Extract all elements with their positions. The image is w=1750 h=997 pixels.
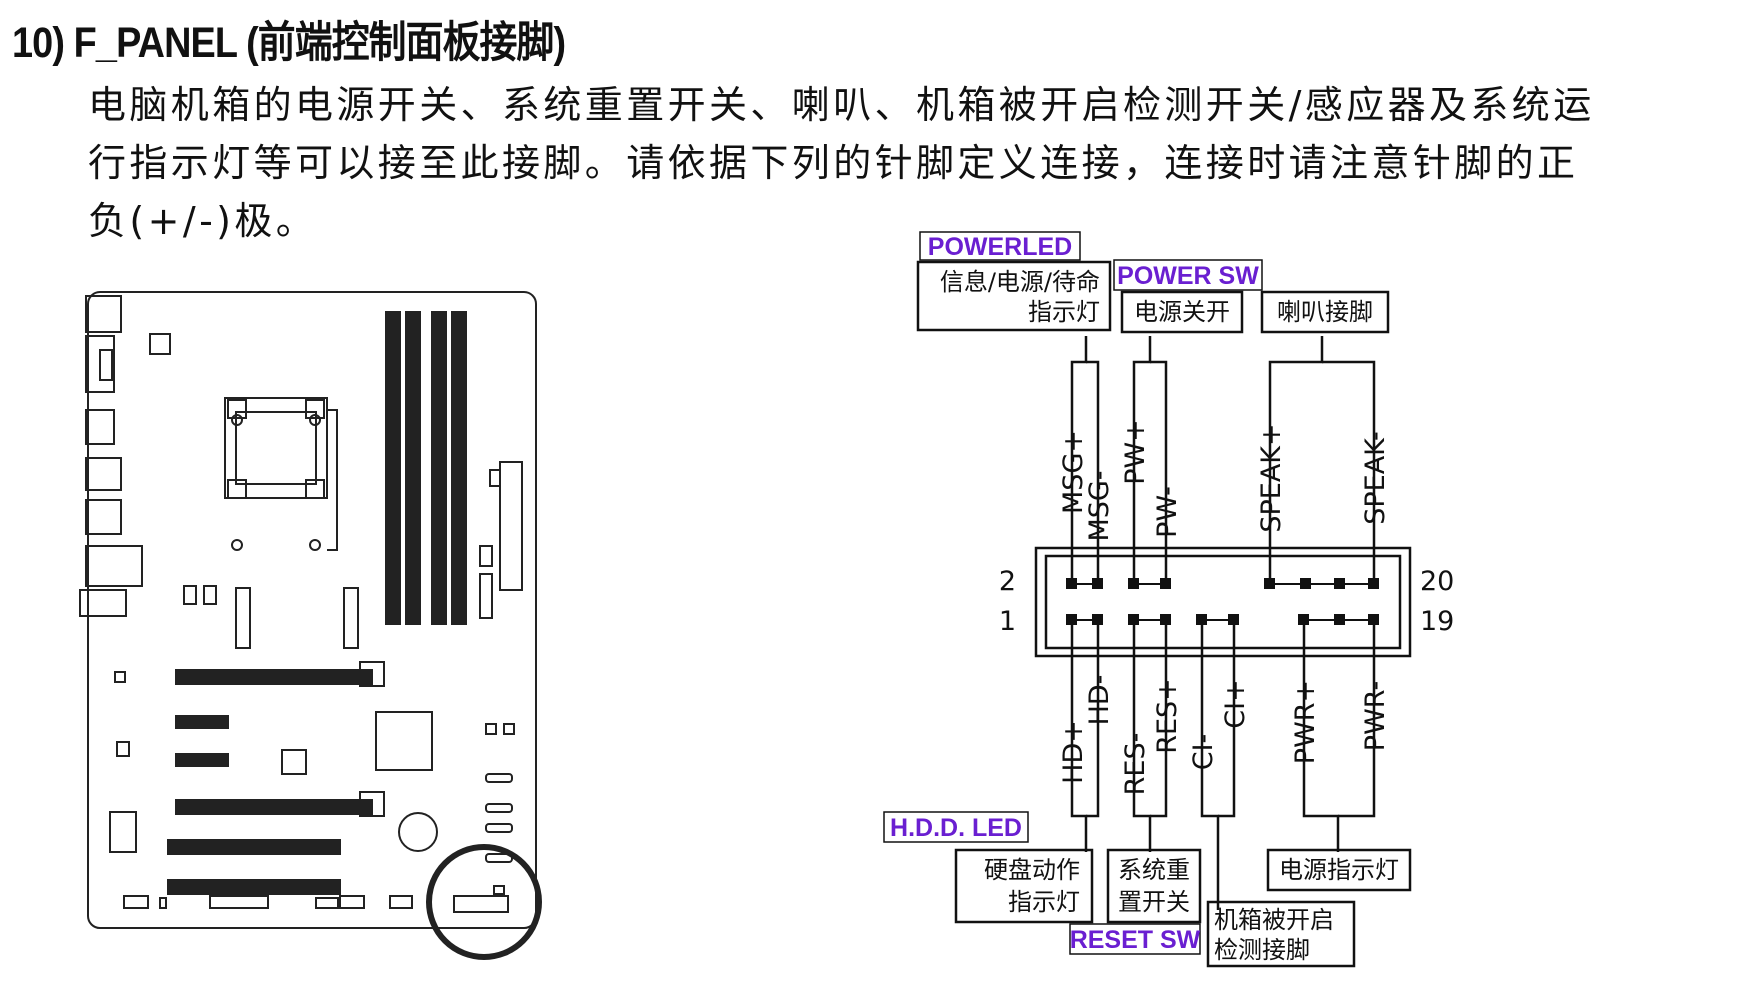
pin-label: SPEAK+ xyxy=(1256,423,1287,532)
pin-label: CI- xyxy=(1188,734,1219,771)
power-sw-tag: POWER SW xyxy=(1117,262,1259,290)
reset-sw-tag: RESET SW xyxy=(1070,926,1201,954)
bottom-pin-labels: HD+ HD- RES- RES+ CI- CI+ PWR+ PWR- xyxy=(1058,675,1391,796)
pin-label: PWR+ xyxy=(1290,680,1321,764)
pin-label: PW+ xyxy=(1120,419,1151,485)
pin xyxy=(1228,614,1239,625)
pin xyxy=(1264,578,1275,589)
description: 电脑机箱的电源开关、系统重置开关、喇叭、机箱被开启检测开关/感应器及系统运 行指… xyxy=(88,76,1728,250)
hdd-activity-label: 硬盘动作 xyxy=(984,856,1080,884)
pin-label: SPEAK- xyxy=(1360,431,1391,525)
pin-label: RES+ xyxy=(1152,678,1183,754)
pin-label: RES- xyxy=(1120,733,1151,796)
pin-number-19: 19 xyxy=(1420,606,1454,637)
msg-led-label: 指示灯 xyxy=(1028,298,1100,326)
pin xyxy=(1368,614,1379,625)
motherboard-diagram xyxy=(79,291,542,960)
description-line: 负(+/-)极。 xyxy=(88,199,318,243)
chassis-intrusion-label: 机箱被开启 xyxy=(1214,906,1334,934)
pin xyxy=(1128,614,1139,625)
chassis-intrusion-label: 检测接脚 xyxy=(1214,936,1310,964)
pin-number-20: 20 xyxy=(1420,566,1454,597)
pin-label: PWR- xyxy=(1360,681,1391,751)
pin-label: HD+ xyxy=(1058,720,1089,784)
pin xyxy=(1160,614,1171,625)
pin-header-diagram xyxy=(916,260,1412,968)
pin-label: MSG+ xyxy=(1058,430,1089,514)
hdd-activity-label: 指示灯 xyxy=(1008,888,1080,916)
pin-number-1: 1 xyxy=(999,606,1016,637)
msg-led-label: 信息/电源/待命 xyxy=(940,268,1100,296)
power-indicator-label: 电源指示灯 xyxy=(1279,856,1399,884)
description-line: 电脑机箱的电源开关、系统重置开关、喇叭、机箱被开启检测开关/感应器及系统运 xyxy=(88,83,1595,127)
pin xyxy=(1298,614,1309,625)
header-pins xyxy=(1066,578,1379,625)
top-pin-labels: MSG+ MSG- PW+ PW- SPEAK+ SPEAK- xyxy=(1058,419,1391,541)
pin xyxy=(1092,614,1103,625)
pin-label: PW- xyxy=(1152,486,1183,538)
pin xyxy=(1196,614,1207,625)
section-heading: 10) F_PANEL (前端控制面板接脚) xyxy=(12,19,566,67)
description-line: 行指示灯等可以接至此接脚。请依据下列的针脚定义连接，连接时请注意针脚的正 xyxy=(88,141,1579,185)
pin xyxy=(1092,578,1103,589)
speaker-label: 喇叭接脚 xyxy=(1277,298,1373,326)
pin xyxy=(1368,578,1379,589)
pin xyxy=(1066,578,1077,589)
pin xyxy=(1066,614,1077,625)
pin xyxy=(1128,578,1139,589)
pin-label: CI+ xyxy=(1220,679,1251,728)
hdd-led-tag: H.D.D. LED xyxy=(890,814,1022,842)
reset-label: 系统重 xyxy=(1118,856,1190,884)
power-led-tag: POWERLED xyxy=(928,233,1072,261)
pin xyxy=(1160,578,1171,589)
pin-number-2: 2 xyxy=(999,566,1016,597)
pin-label: MSG- xyxy=(1084,470,1115,541)
pin-label: HD- xyxy=(1084,675,1115,726)
power-switch-label: 电源关开 xyxy=(1134,298,1230,326)
reset-label: 置开关 xyxy=(1118,888,1190,916)
